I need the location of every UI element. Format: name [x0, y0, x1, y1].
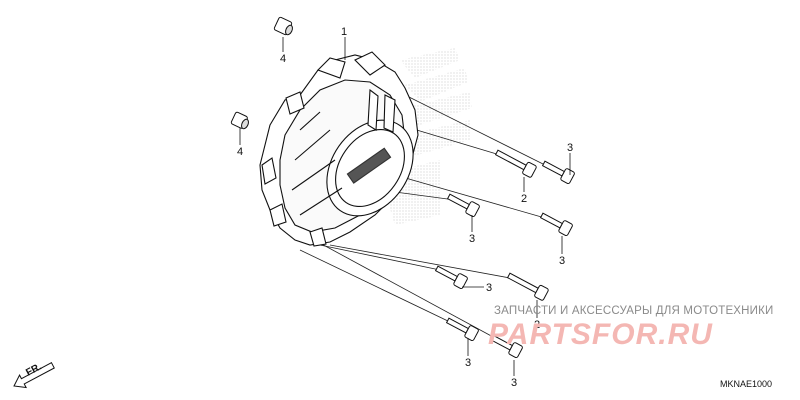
- dowel-pin-upper: [273, 16, 293, 36]
- generator-cover: [259, 51, 419, 247]
- callout-part-4-lower: 4: [237, 146, 243, 158]
- bolt-2-upper: [494, 149, 537, 178]
- leader-lines: [299, 94, 546, 339]
- bolt-3-f: [489, 334, 523, 358]
- callout-part-2-upper: 2: [521, 193, 527, 205]
- bolt-3-a: [541, 160, 575, 184]
- diagram-code: MKNAE1000: [720, 379, 773, 389]
- bolt-3-b: [446, 193, 480, 217]
- callout-part-3-c: 3: [559, 255, 565, 267]
- bolt-2-lower: [506, 272, 549, 301]
- bolt-3-d: [434, 265, 468, 289]
- callout-part-4-upper: 4: [280, 53, 286, 65]
- callout-leaders: [239, 37, 571, 376]
- dowel-pin-lower: [230, 111, 249, 130]
- front-direction-label: FR.: [24, 361, 44, 378]
- bolt-3-c: [539, 212, 573, 236]
- watermark-logo: PARTSFOR.RU: [488, 318, 713, 351]
- bolt-3-e: [445, 317, 479, 341]
- callout-part-3-b: 3: [469, 233, 475, 245]
- callout-part-1: 1: [341, 26, 347, 38]
- callout-part-3-d: 3: [486, 282, 492, 294]
- callout-part-3-a: 3: [567, 142, 573, 154]
- callout-part-3-e: 3: [465, 357, 471, 369]
- watermark-caption: ЗАПЧАСТИ И АКСЕССУАРЫ ДЛЯ МОТОТЕХНИКИ: [494, 305, 774, 317]
- callout-part-2-lower: 2: [534, 319, 540, 331]
- callout-part-3-f: 3: [511, 377, 517, 389]
- front-direction-arrow-icon: [13, 362, 55, 389]
